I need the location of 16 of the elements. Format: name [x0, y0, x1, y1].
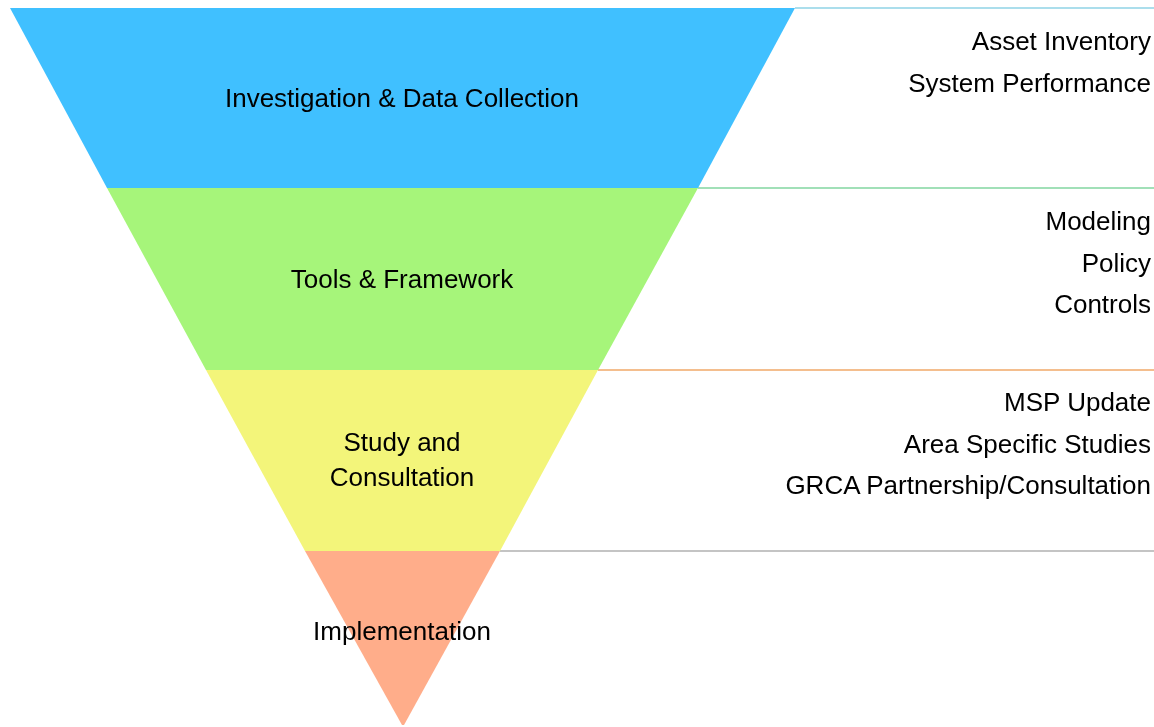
segment-label: Implementation	[312, 614, 492, 648]
segment-label: Tools & Framework	[289, 262, 515, 296]
stage-detail: Policy	[1081, 246, 1151, 280]
stage-detail: Area Specific Studies	[903, 427, 1151, 461]
funnel-segment	[107, 188, 698, 370]
segment-label: Investigation & Data Collection	[223, 81, 581, 115]
stage-detail: Asset Inventory	[971, 25, 1151, 58]
funnel-segment	[10, 8, 795, 188]
stage-detail: Controls	[1054, 288, 1151, 321]
stage-detail: Modeling	[1045, 205, 1151, 238]
stage-detail: GRCA Partnership/Consultation	[785, 469, 1151, 502]
stage-detail: System Performance	[908, 66, 1151, 100]
funnel-segment	[206, 370, 598, 551]
funnel-segment	[305, 551, 500, 725]
segment-label: Study and Consultation	[328, 426, 476, 494]
stage-detail: MSP Update	[1004, 386, 1151, 419]
